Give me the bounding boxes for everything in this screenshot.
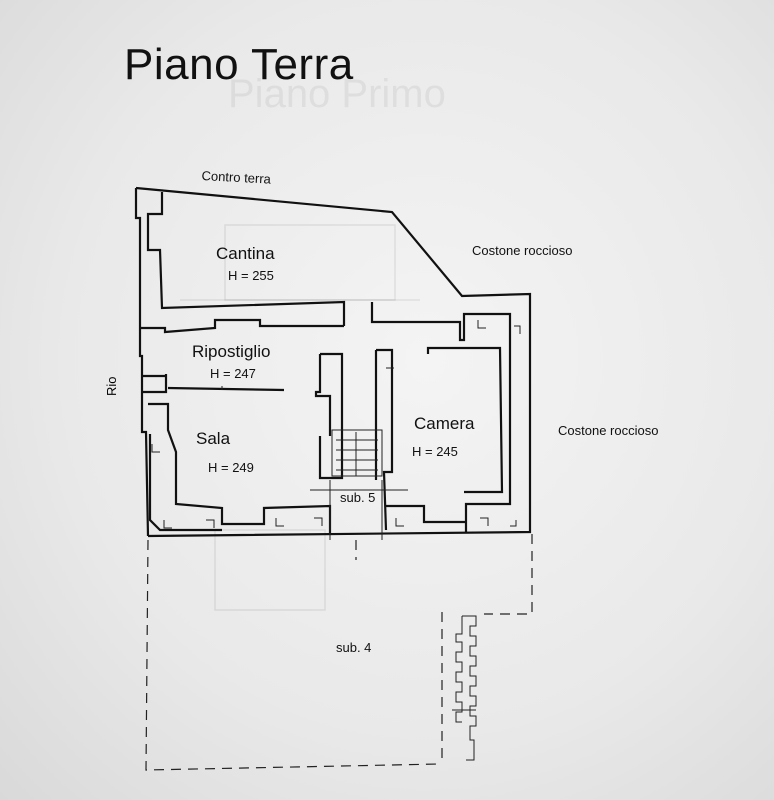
room-height-ripostiglio: H = 247 xyxy=(210,366,256,381)
annotation-costone-right: Costone roccioso xyxy=(558,423,659,438)
corner-markers xyxy=(151,320,521,529)
outer-walls xyxy=(134,186,532,538)
page-title: Piano Terra xyxy=(124,40,354,89)
annotation-sub4: sub. 4 xyxy=(336,640,372,655)
room-name-camera: Camera xyxy=(414,414,475,433)
room-height-sala: H = 249 xyxy=(208,460,254,475)
annotation-rio: Rio xyxy=(104,376,119,396)
corridor-walls xyxy=(314,352,344,480)
ghost-title-upper-floor: Piano Primo xyxy=(228,72,446,116)
ripostiglio-walls xyxy=(142,374,285,394)
sub4-boundary xyxy=(145,534,533,771)
sala-walls xyxy=(148,402,332,534)
camera-bottom-walls xyxy=(386,504,466,524)
ghost-upper-floor xyxy=(180,224,420,611)
staircase xyxy=(310,429,408,560)
room-name-ripostiglio: Ripostiglio xyxy=(192,342,271,361)
annotation-costone-top: Costone roccioso xyxy=(472,243,573,258)
external-steps xyxy=(452,615,477,761)
camera-top-walls xyxy=(370,302,512,532)
room-name-sala: Sala xyxy=(196,429,231,448)
room-height-cantina: H = 255 xyxy=(228,268,274,283)
room-height-camera: H = 245 xyxy=(412,444,458,459)
annotation-sub5: sub. 5 xyxy=(340,490,376,505)
room-name-cantina: Cantina xyxy=(216,244,275,263)
cantina-walls xyxy=(140,192,346,334)
